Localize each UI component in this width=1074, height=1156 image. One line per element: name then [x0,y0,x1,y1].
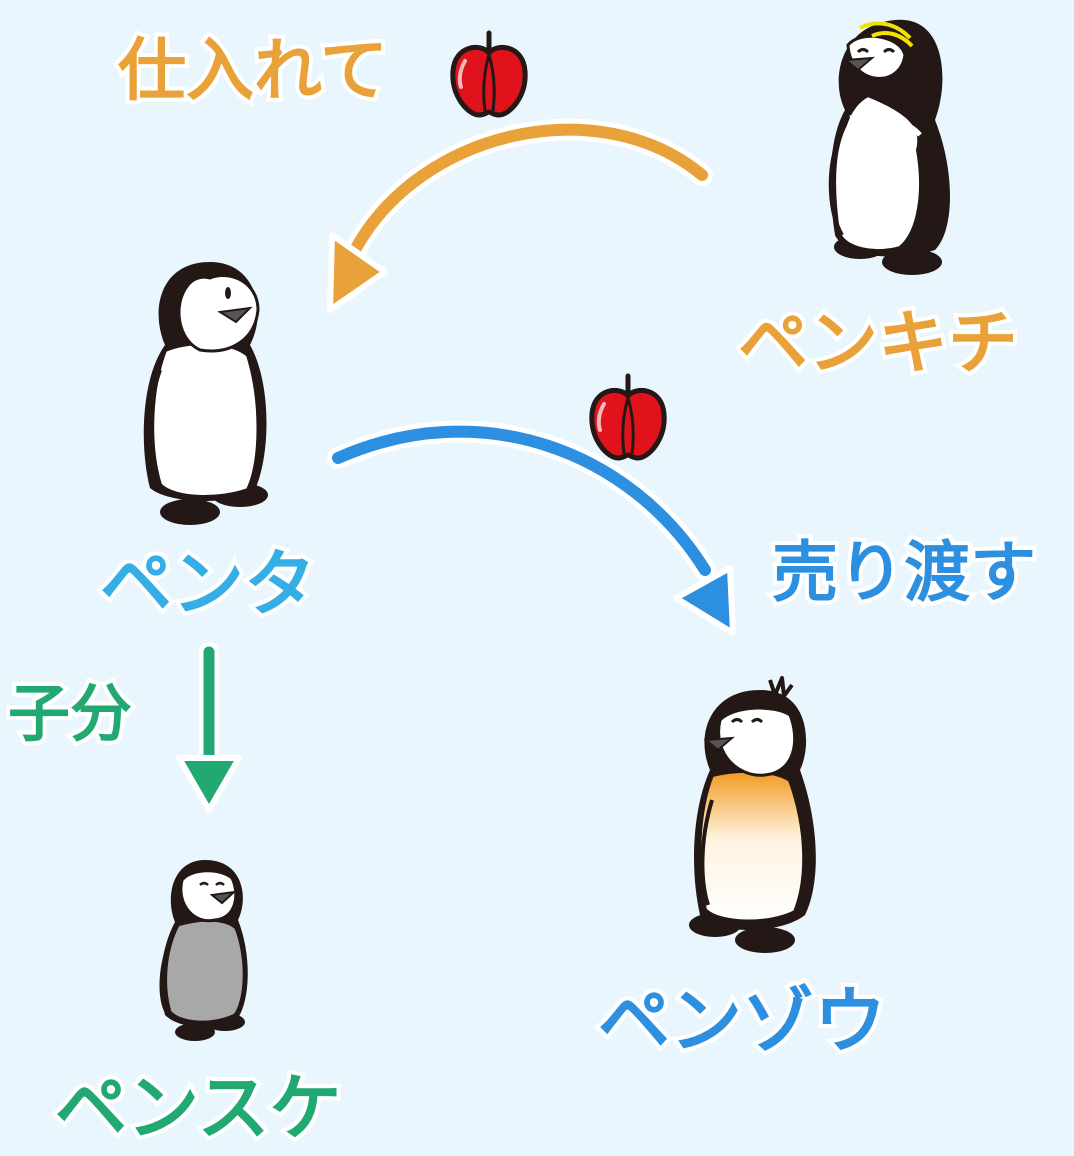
subordinate-label: 子分 [4,677,136,750]
pensuke-penguin-icon [159,860,248,1041]
penta-name: ペンタ [96,542,320,626]
subordinate-arrowhead [176,755,242,813]
supply-label: 仕入れて [114,32,392,111]
subordinate-arrow [176,642,242,813]
sell-arrowhead [673,565,736,636]
penkichi-penguin-icon [828,19,950,275]
apple-icon [592,376,664,458]
supply-arrowhead [327,232,388,313]
pensuke-name: ペンスケ [51,1066,346,1150]
penzou-name: ペンゾウ [594,979,890,1063]
penta-penguin-icon [143,262,268,525]
supply-arrow [327,118,713,313]
penkichi-name: ペンキチ [734,302,1022,384]
apple-icon [453,33,525,115]
sell-label: 売り渡す [768,534,1040,611]
sell-arrow [327,420,736,636]
penzou-penguin-icon [689,676,816,953]
